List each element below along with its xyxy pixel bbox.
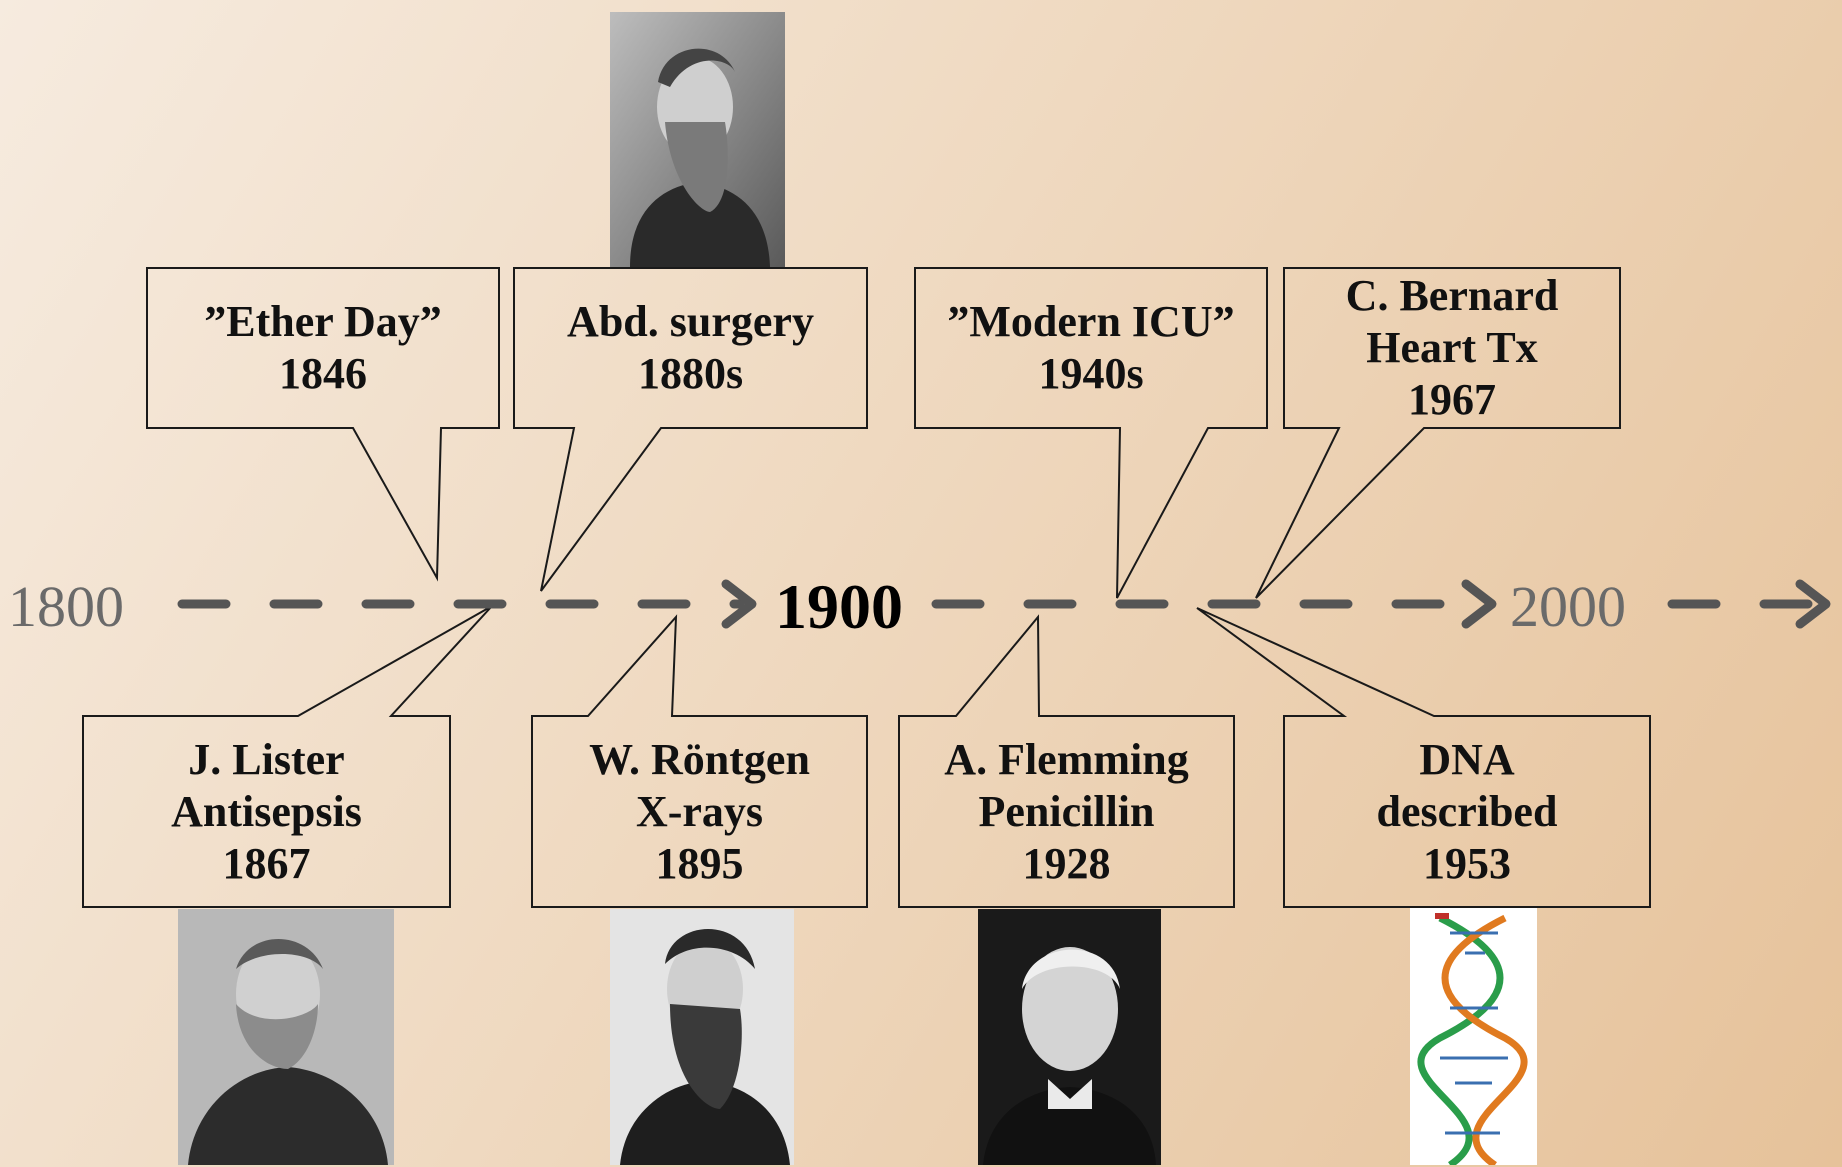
event-title: ”Ether Day” bbox=[204, 297, 442, 346]
event-year: 1867 bbox=[222, 838, 311, 888]
photo-dna-helix bbox=[1410, 908, 1537, 1165]
event-ether-day: ”Ether Day” 1846 bbox=[147, 268, 499, 428]
callout-lister bbox=[82, 605, 493, 908]
event-title: Penicillin bbox=[978, 786, 1155, 836]
photo-fleming bbox=[978, 909, 1161, 1165]
callout-rontgen bbox=[531, 614, 868, 908]
callout-fleming bbox=[898, 614, 1235, 908]
event-year: 1880s bbox=[637, 349, 744, 398]
event-title: Abd. surgery bbox=[567, 297, 814, 346]
event-person: A. Flemming bbox=[944, 734, 1189, 784]
event-year: 1895 bbox=[655, 838, 744, 888]
event-title: ”Modern ICU” bbox=[947, 297, 1235, 346]
event-year: 1953 bbox=[1423, 838, 1511, 888]
photo-rontgen bbox=[610, 909, 794, 1165]
event-rontgen: W. Röntgen X-rays 1895 bbox=[532, 716, 867, 907]
event-modern-icu: ”Modern ICU” 1940s bbox=[915, 268, 1267, 428]
event-abd-surgery: Abd. surgery 1880s bbox=[514, 268, 867, 428]
event-subtitle: Heart Tx bbox=[1366, 323, 1538, 372]
event-person: J. Lister bbox=[188, 734, 345, 784]
event-lister: J. Lister Antisepsis 1867 bbox=[83, 716, 450, 907]
event-title: C. Bernard bbox=[1345, 271, 1559, 320]
event-subtitle: described bbox=[1376, 786, 1558, 836]
event-title: Antisepsis bbox=[171, 786, 362, 836]
callout-modern-icu bbox=[914, 267, 1268, 599]
event-year: 1928 bbox=[1022, 838, 1111, 888]
photo-lister bbox=[178, 909, 394, 1165]
arrowhead-1900 bbox=[721, 579, 757, 629]
event-year: 1940s bbox=[1038, 349, 1144, 398]
event-person: W. Röntgen bbox=[589, 734, 810, 784]
arrowhead-end bbox=[1795, 579, 1831, 629]
event-fleming: A. Flemming Penicillin 1928 bbox=[899, 716, 1234, 907]
year-1900-label: 1900 bbox=[775, 571, 903, 642]
event-title: X-rays bbox=[635, 786, 764, 836]
event-title: DNA bbox=[1419, 734, 1515, 784]
callout-abd-surgery bbox=[513, 267, 868, 592]
callout-ether-day bbox=[146, 267, 500, 582]
callout-dna bbox=[1196, 607, 1651, 908]
year-1800-label: 1800 bbox=[8, 574, 124, 639]
photo-bearded-surgeon bbox=[610, 12, 785, 267]
event-year: 1846 bbox=[279, 349, 367, 398]
callout-heart-tx bbox=[1255, 267, 1621, 599]
year-2000-label: 2000 bbox=[1510, 574, 1626, 639]
event-dna: DNA described 1953 bbox=[1284, 716, 1650, 907]
arrowhead-2000 bbox=[1461, 579, 1497, 629]
event-heart-tx: C. Bernard Heart Tx 1967 bbox=[1284, 268, 1620, 428]
event-year: 1967 bbox=[1408, 375, 1496, 424]
